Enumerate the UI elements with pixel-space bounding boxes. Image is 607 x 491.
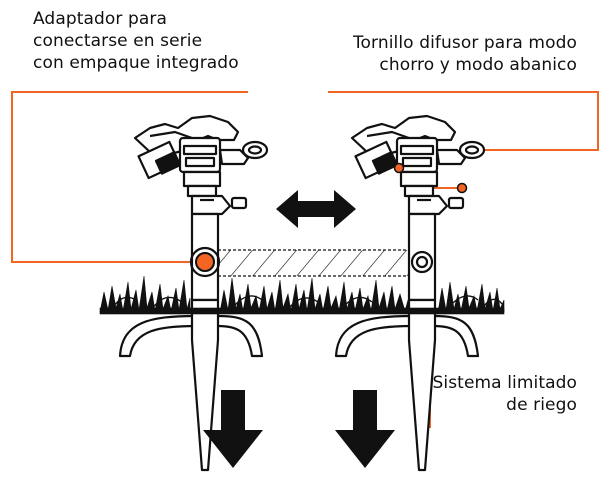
down-arrow-icon (335, 390, 395, 468)
sprinkler-left (118, 114, 269, 472)
callout-line: Tornillo difusor para modo (352, 33, 577, 53)
callout-line: de riego (506, 395, 577, 415)
callout-line: chorro y modo abanico (379, 55, 577, 75)
callout-line: con empaque integrado (33, 53, 239, 73)
callout-diffuser-screw: Tornillo difusor para modo chorro y modo… (353, 32, 577, 76)
callout-line: Sistema limitado (432, 373, 577, 393)
callout-connector-adapter: Adaptador para conectarse en serie con e… (33, 8, 239, 74)
down-arrow-icon (203, 390, 263, 468)
callout-limited-irrigation: Sistema limitado de riego (433, 372, 577, 416)
sprinkler-right (334, 114, 486, 472)
flow-bar (218, 249, 410, 277)
leader-connector-adapter (11, 91, 248, 263)
double-headed-arrow-icon (276, 190, 356, 228)
callout-line: conectarse en serie (33, 31, 203, 51)
grass-illustration (99, 275, 505, 315)
callout-line: Adaptador para (33, 9, 168, 29)
